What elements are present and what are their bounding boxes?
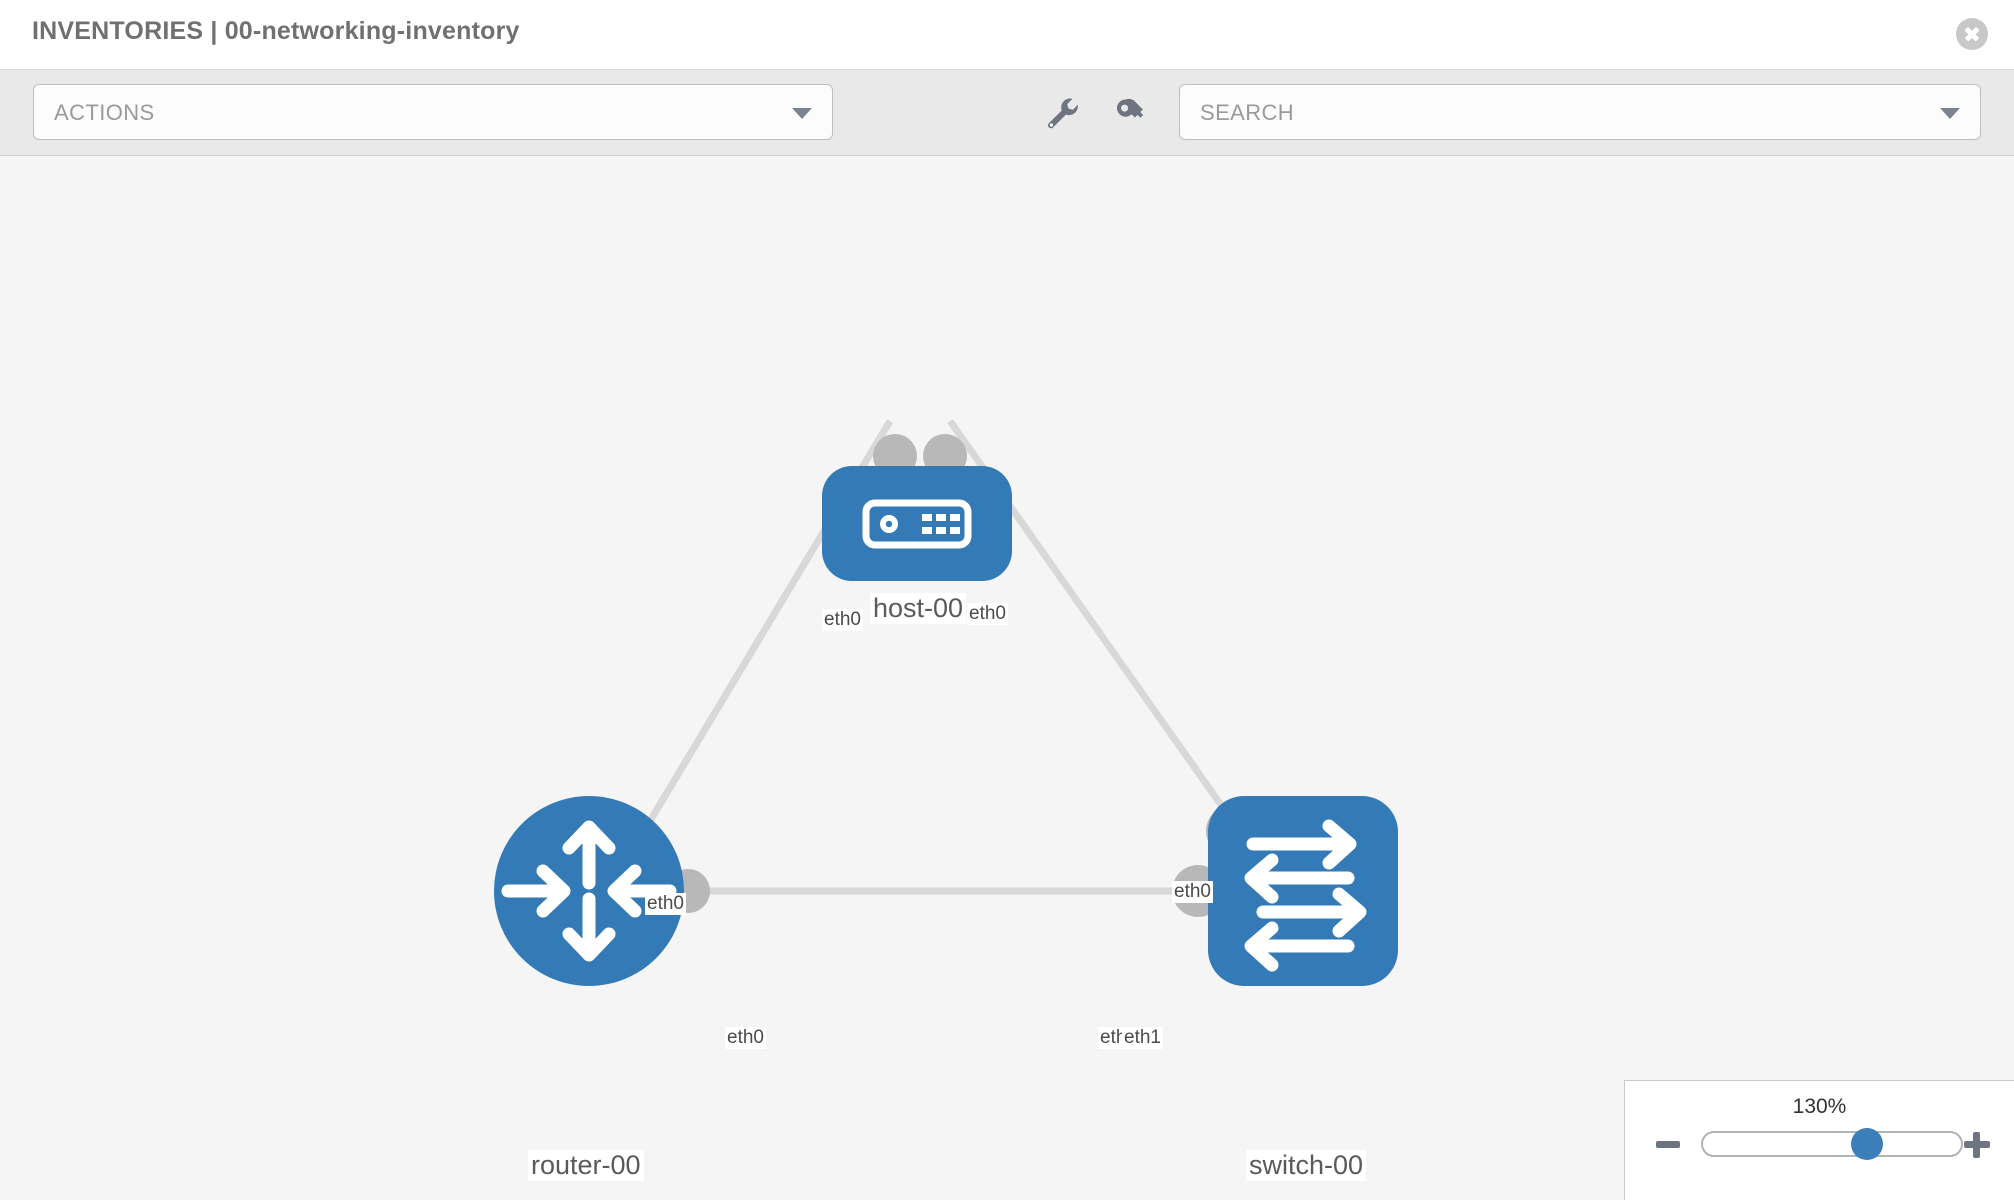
iface-label-host-left: eth0 [822,609,863,631]
chevron-down-icon [792,108,812,119]
close-icon[interactable] [1956,18,1988,50]
search-placeholder: SEARCH [1200,100,1295,125]
wrench-icon[interactable] [1042,92,1082,132]
chevron-down-icon[interactable] [1940,108,1960,119]
search-input[interactable]: SEARCH [1179,84,1981,140]
node-label-router-00: router-00 [528,1150,644,1182]
iface-label-host-right: eth0 [967,603,1008,625]
plus-icon[interactable] [1962,1129,1992,1159]
node-switch-00[interactable] [1208,796,1398,986]
actions-dropdown-label: ACTIONS [54,100,155,125]
iface-label-switch-up: eth0 [1172,881,1213,903]
server-icon [862,499,972,549]
zoom-slider-thumb[interactable] [1851,1128,1883,1160]
zoom-control: 130% [1624,1080,2014,1200]
zoom-slider-track[interactable] [1701,1131,1963,1157]
topology-graph [494,418,1398,986]
node-label-switch-00: switch-00 [1246,1150,1367,1182]
iface-label-switch-left-under: eth [1098,1027,1129,1049]
node-label-host-00: host-00 [870,593,967,625]
iface-label-router-up: eth0 [645,893,686,915]
topology-canvas[interactable]: eth0 eth0 eth0 eth0 eth0 eth eth1 host-0… [0,156,2014,1200]
minus-icon[interactable] [1653,1129,1683,1159]
node-router-00[interactable] [494,796,684,986]
zoom-value-label: 130% [1792,1095,1847,1118]
key-icon[interactable] [1110,92,1150,132]
router-arrows-icon [501,820,677,962]
page-title: INVENTORIES | 00-networking-inventory [32,17,520,45]
iface-label-switch-left: eth1 [1122,1027,1163,1049]
node-host-00[interactable] [822,466,1012,581]
toolbar: ACTIONS SEARCH [0,70,2014,156]
switch-arrows-icon [1244,819,1367,972]
page-header: INVENTORIES | 00-networking-inventory [0,0,2014,70]
iface-label-router-right: eth0 [725,1027,766,1049]
actions-dropdown[interactable]: ACTIONS [33,84,833,140]
